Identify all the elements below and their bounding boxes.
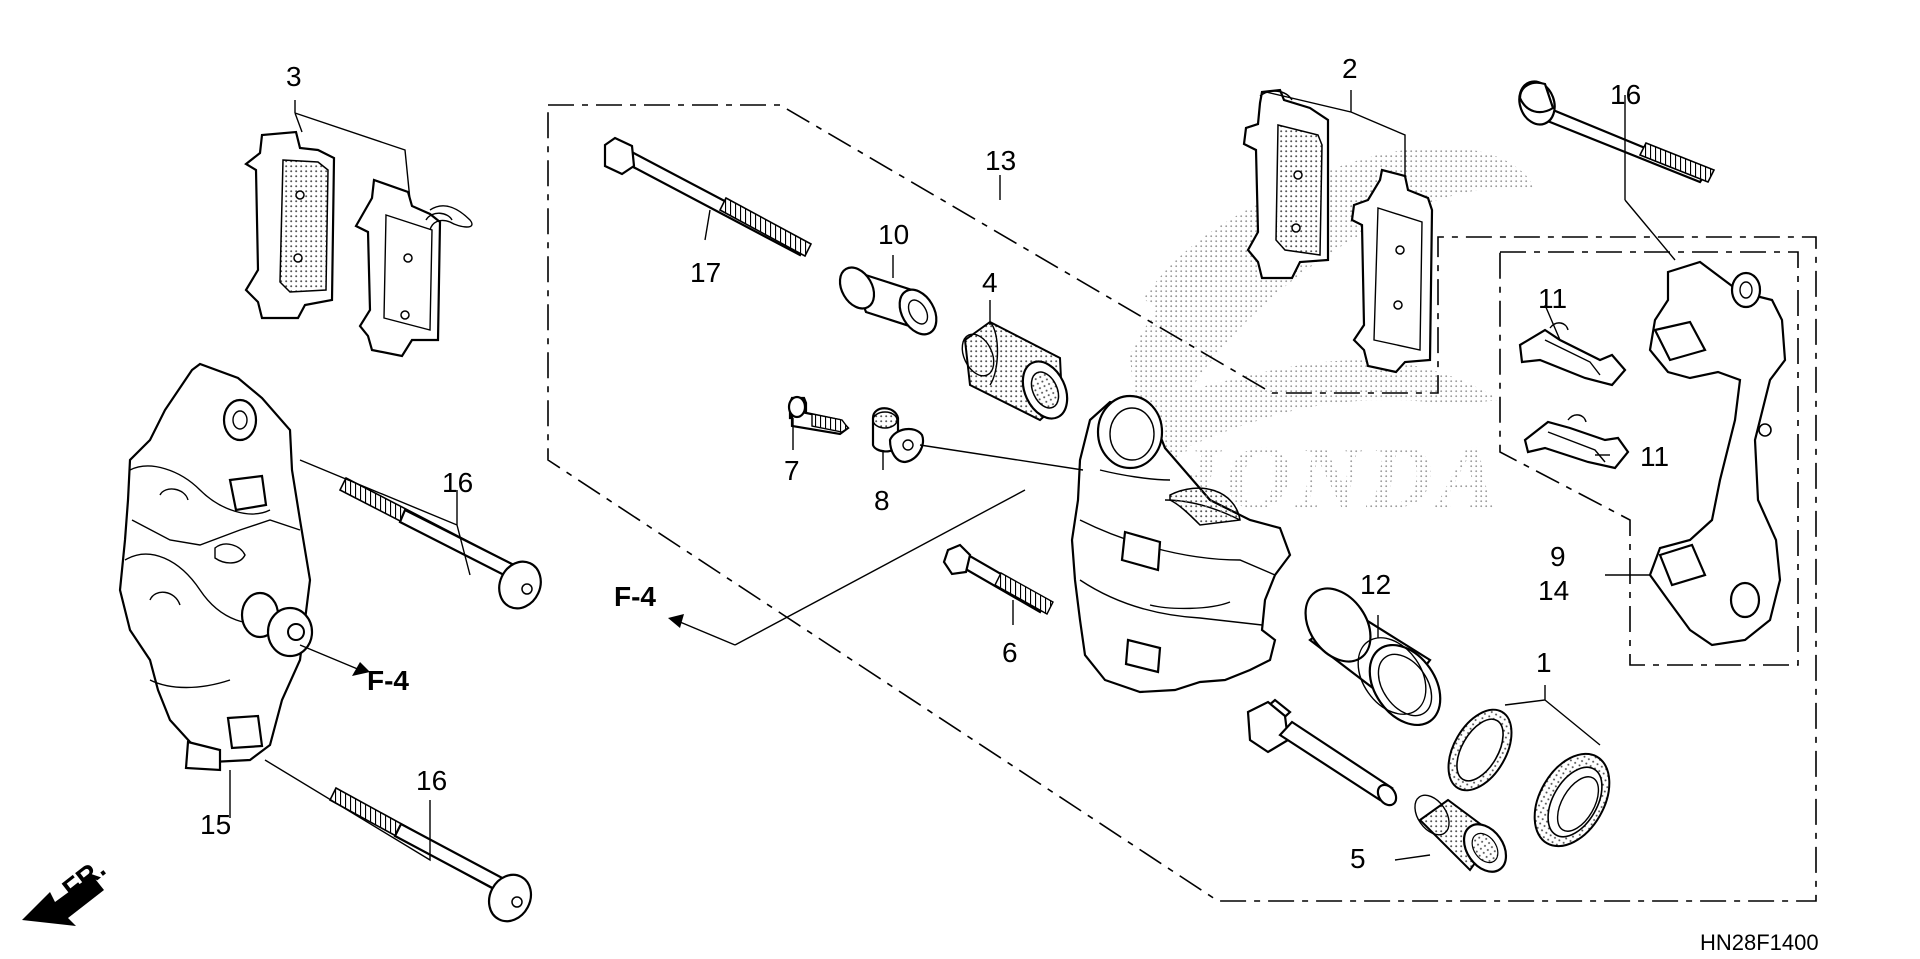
callout-13: 13 xyxy=(985,145,1016,176)
pin-bolt xyxy=(1246,698,1398,807)
callout-8: 8 xyxy=(874,485,890,516)
ref-f4-center: F-4 xyxy=(614,581,656,612)
callout-labels: 3 2 16 13 17 10 4 11 11 7 8 16 9 14 12 6… xyxy=(57,53,1819,955)
callout-3: 3 xyxy=(286,61,302,92)
bolt-16-upper-right xyxy=(1518,80,1716,184)
pad-spring-11-upper xyxy=(1518,322,1627,387)
callout-16-lower: 16 xyxy=(416,765,447,796)
ref-f4-left: F-4 xyxy=(367,665,409,696)
bolt-16-middle xyxy=(338,476,542,610)
sleeve-10 xyxy=(838,266,938,336)
brake-pad-set-right xyxy=(1242,88,1434,374)
bleeder-valve-7 xyxy=(787,395,850,436)
honda-logo-watermark: HONDA xyxy=(1130,147,1535,528)
callout-6: 6 xyxy=(1002,637,1018,668)
bleeder-cap-8 xyxy=(871,407,925,464)
boot-4 xyxy=(961,320,1069,422)
boot-5 xyxy=(1414,794,1508,873)
callout-4: 4 xyxy=(982,267,998,298)
callout-16-upper: 16 xyxy=(1610,79,1641,110)
callout-14: 14 xyxy=(1538,575,1569,606)
piston-seal-set-1 xyxy=(1447,708,1611,848)
callout-16-middle: 16 xyxy=(442,467,473,498)
callout-2: 2 xyxy=(1342,53,1358,84)
front-arrow-icon xyxy=(22,875,104,926)
piston-12 xyxy=(1304,587,1442,727)
f4-arrow-center xyxy=(668,614,736,646)
callout-15: 15 xyxy=(200,809,231,840)
bolt-6 xyxy=(942,543,1054,615)
callout-10: 10 xyxy=(878,219,909,250)
diagram-code: HN28F1400 xyxy=(1700,930,1819,955)
pad-spring-11-lower xyxy=(1523,414,1630,470)
caliper-body-left xyxy=(118,362,314,772)
callout-12: 12 xyxy=(1360,569,1391,600)
caliper-body-center xyxy=(1070,394,1292,694)
callout-11-lower: 11 xyxy=(1640,441,1669,472)
bolt-16-lower xyxy=(328,786,533,923)
bolt-17 xyxy=(603,136,813,258)
caliper-bracket-9-14 xyxy=(1648,260,1787,647)
callout-7: 7 xyxy=(784,455,800,486)
callout-1: 1 xyxy=(1536,647,1552,678)
f4-arrow-left xyxy=(352,662,370,676)
assembly-boundaries xyxy=(547,104,1817,902)
callout-5: 5 xyxy=(1350,843,1366,874)
callout-9: 9 xyxy=(1550,541,1566,572)
leader-lines xyxy=(229,90,1676,862)
callout-17: 17 xyxy=(690,257,721,288)
brake-pad-set-left xyxy=(244,130,473,358)
callout-11-upper: 11 xyxy=(1538,283,1567,314)
